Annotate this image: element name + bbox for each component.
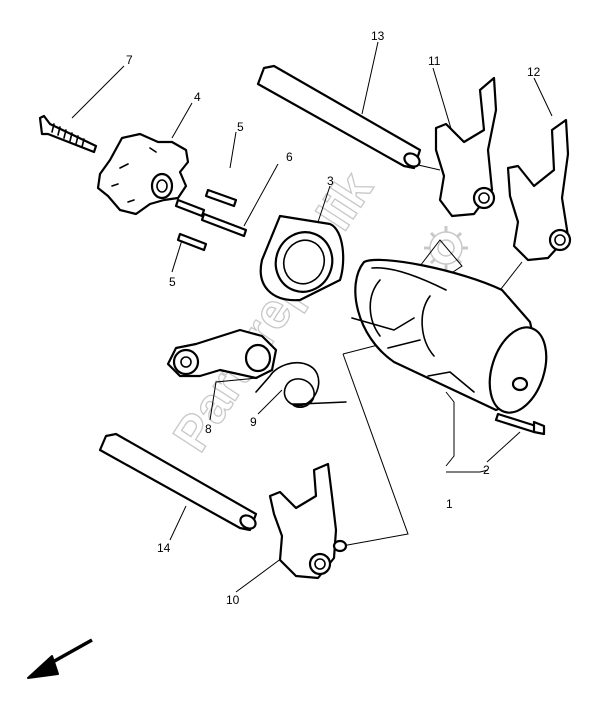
part-14-shaft bbox=[98, 432, 258, 532]
callout-3: 3 bbox=[327, 174, 334, 188]
part-9-torsion-spring bbox=[255, 361, 347, 408]
callout-10: 10 bbox=[226, 593, 240, 607]
callout-5-top: 5 bbox=[237, 120, 244, 134]
callout-11: 11 bbox=[428, 54, 441, 68]
part-7-screw bbox=[38, 114, 98, 154]
part-10-shift-fork bbox=[268, 462, 348, 580]
callout-2: 2 bbox=[483, 463, 490, 477]
callout-9: 9 bbox=[250, 415, 257, 429]
part-2-screw bbox=[494, 412, 546, 436]
part-13-shaft bbox=[256, 64, 422, 170]
callout-1: 1 bbox=[446, 497, 453, 511]
part-3-bearing bbox=[259, 214, 345, 302]
part-6-pin-long bbox=[200, 212, 248, 238]
callout-12: 12 bbox=[527, 65, 541, 79]
part-4-segment bbox=[96, 132, 190, 216]
part-12-shift-fork bbox=[506, 118, 572, 262]
callout-8: 8 bbox=[205, 422, 212, 436]
callout-13: 13 bbox=[371, 29, 385, 43]
callout-labels: 7 4 5 6 3 5 13 11 12 8 9 14 10 2 1 bbox=[126, 29, 541, 607]
part-1-shift-drum bbox=[351, 258, 548, 414]
watermark-gear-icon bbox=[424, 226, 468, 270]
callout-7: 7 bbox=[126, 53, 133, 67]
part-8-stopper-lever bbox=[166, 328, 278, 380]
part-11-shift-fork bbox=[434, 76, 498, 218]
callout-5-bottom: 5 bbox=[169, 275, 176, 289]
part-5-pins bbox=[174, 188, 238, 252]
callout-14: 14 bbox=[157, 541, 171, 555]
callout-4: 4 bbox=[194, 90, 201, 104]
front-direction-arrow-icon bbox=[27, 638, 93, 679]
callout-6: 6 bbox=[286, 150, 293, 164]
